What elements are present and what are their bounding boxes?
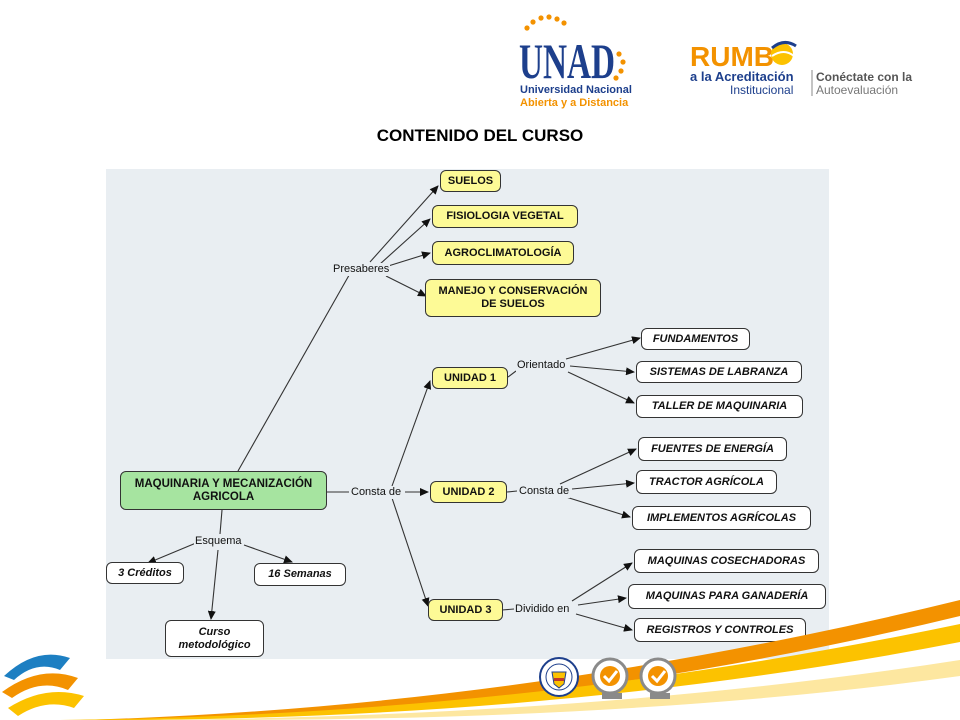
rumbo-logo-mark: RUMB <box>690 41 774 72</box>
rumbo-logo: RUMB a la Acreditación Institucional Con… <box>690 41 912 97</box>
unad-logo-line1: Universidad Nacional <box>520 84 632 96</box>
concept-node-tractor-agricola[interactable]: TRACTOR AGRÍCOLA <box>636 470 777 494</box>
unad-logo-mark: UNAD <box>519 33 615 89</box>
concept-node-unidad-3[interactable]: UNIDAD 3 <box>428 599 503 621</box>
link-label-esquema: Esquema <box>194 535 243 548</box>
concept-node-unidad-1[interactable]: UNIDAD 1 <box>432 367 508 389</box>
concept-node-sistemas-labranza[interactable]: SISTEMAS DE LABRANZA <box>636 361 802 383</box>
footer-wave-decoration <box>2 600 960 720</box>
rumbo-logo-line1: a la Acreditación <box>690 69 794 84</box>
unad-logo-line2: Abierta y a Distancia <box>520 97 629 109</box>
concept-node-3-creditos[interactable]: 3 Créditos <box>106 562 184 584</box>
concept-root-node[interactable]: MAQUINARIA Y MECANIZACIÓN AGRICOLA <box>120 471 327 510</box>
link-label-consta-de: Consta de <box>350 486 403 499</box>
concept-node-fundamentos[interactable]: FUNDAMENTOS <box>641 328 750 350</box>
concept-node-implementos-agricolas[interactable]: IMPLEMENTOS AGRÍCOLAS <box>632 506 811 530</box>
concept-node-fuentes-energia[interactable]: FUENTES DE ENERGÍA <box>638 437 787 461</box>
rumbo-logo-tag2: Autoevaluación <box>816 83 898 97</box>
link-label-dividido-en: Dividido en <box>514 603 571 616</box>
concept-node-taller-maquinaria[interactable]: TALLER DE MAQUINARIA <box>636 395 803 418</box>
rumbo-logo-line2: Institucional <box>730 83 793 97</box>
concept-node-maquinas-cosechadoras[interactable]: MAQUINAS COSECHADORAS <box>634 549 819 573</box>
escudo-colombia-seal <box>539 657 579 697</box>
footer-seals <box>539 657 677 699</box>
rumbo-ball-icon <box>771 41 797 65</box>
link-label-presaberes: Presaberes <box>332 263 391 276</box>
footer-swoosh-icon <box>2 654 84 716</box>
link-label-unidad2-consta-de: Consta de <box>518 485 571 498</box>
link-label-orientado: Orientado <box>516 359 567 372</box>
concept-node-manejo-conservacion-suelos[interactable]: MANEJO Y CONSERVACIÓN DE SUELOS <box>425 279 601 317</box>
concept-node-suelos[interactable]: SUELOS <box>440 170 501 192</box>
concept-node-maquinas-ganaderia[interactable]: MAQUINAS PARA GANADERÍA <box>628 584 826 609</box>
concept-node-registros-controles[interactable]: REGISTROS Y CONTROLES <box>634 618 806 642</box>
concept-node-unidad-2[interactable]: UNIDAD 2 <box>430 481 507 503</box>
concept-node-16-semanas[interactable]: 16 Semanas <box>254 563 346 586</box>
unad-logo: UNAD Universidad Nacional Abierta y a Di… <box>519 14 632 109</box>
concept-node-fisiologia-vegetal[interactable]: FISIOLOGIA VEGETAL <box>432 205 578 228</box>
rumbo-logo-tag1: Conéctate con la <box>816 70 912 84</box>
concept-node-agroclimatologia[interactable]: AGROCLIMATOLOGÍA <box>432 241 574 265</box>
concept-node-curso-metodologico[interactable]: Curso metodológico <box>165 620 264 657</box>
unad-dots-arc <box>524 14 626 81</box>
sgs-certification-seal <box>591 657 629 699</box>
page-title: CONTENIDO DEL CURSO <box>376 126 584 145</box>
sgs-certification-seal <box>639 657 677 699</box>
